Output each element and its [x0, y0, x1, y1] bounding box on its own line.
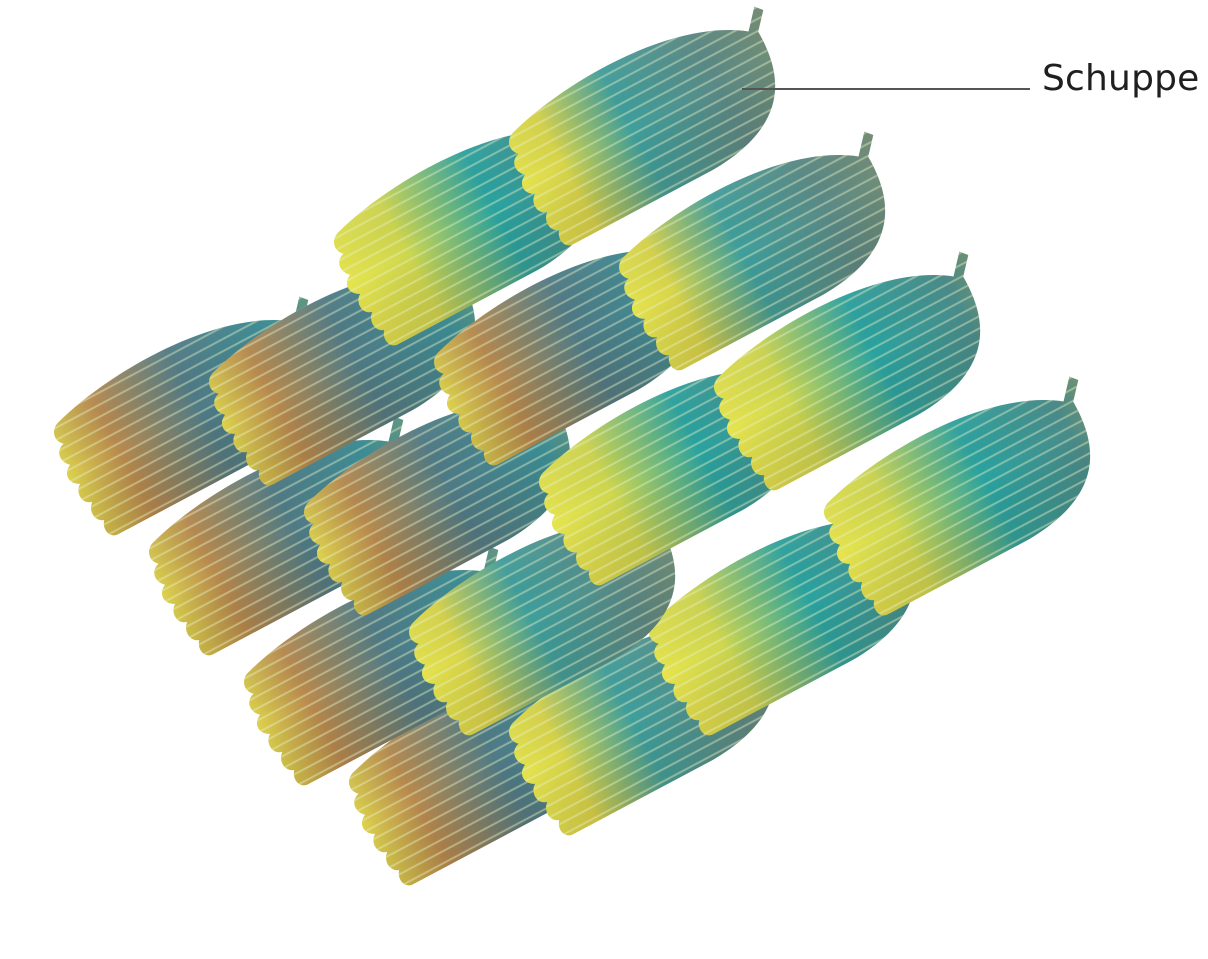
scale-label: Schuppe — [1042, 58, 1200, 99]
